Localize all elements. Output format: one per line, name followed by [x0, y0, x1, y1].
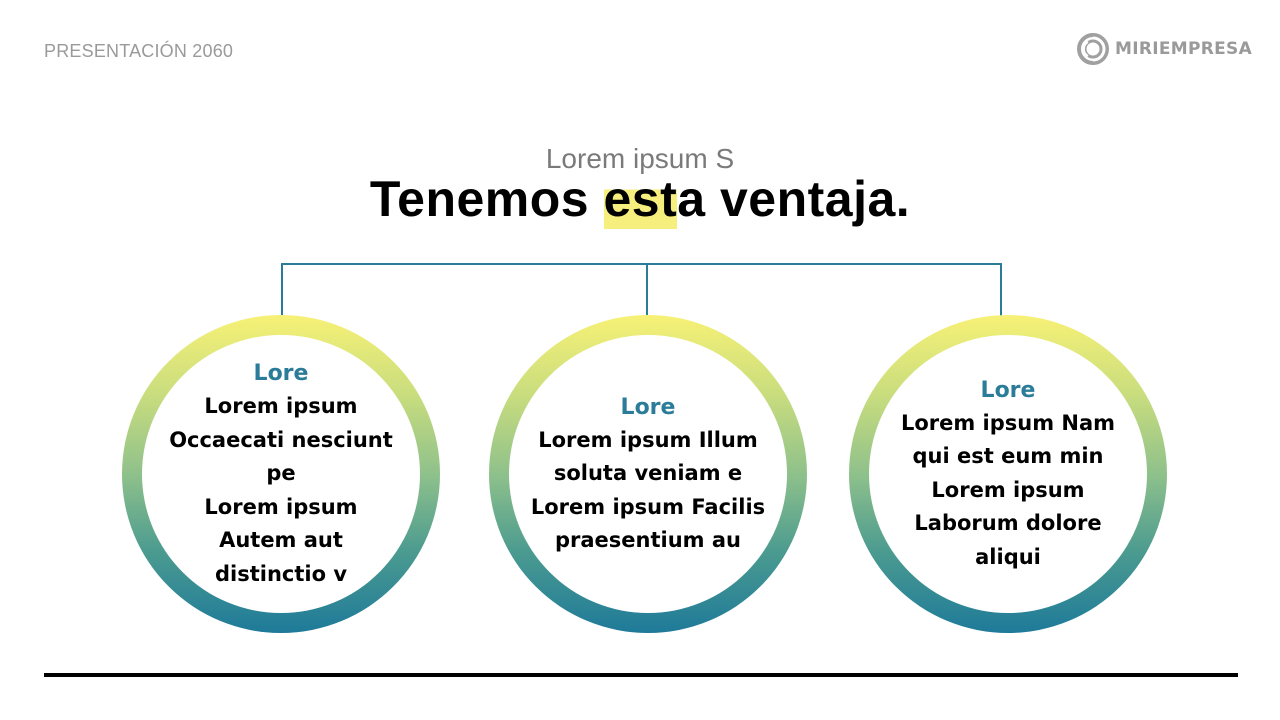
node-line: pe [266, 461, 296, 485]
node-line: Lorem ipsum Nam [900, 410, 1116, 435]
node-line: Lorem ipsum Facilis [530, 494, 766, 519]
node-line: praesentium au [555, 528, 741, 552]
node-heading: Lore [980, 377, 1036, 403]
node-circle-3: Lore Lorem ipsum Nam qui est eum min Lor… [849, 315, 1167, 633]
node-content-2: Lore Lorem ipsum Illum soluta veniam e L… [509, 335, 787, 613]
node-line: Occaecati nesciunt [169, 427, 393, 452]
node-line: Autem aut [219, 528, 343, 552]
node-line: Lorem ipsum [204, 494, 358, 519]
node-content-3: Lore Lorem ipsum Nam qui est eum min Lor… [869, 335, 1147, 613]
title-part-after: a ventaja. [677, 171, 911, 227]
node-line: distinctio v [214, 561, 348, 586]
node-circle-2: Lore Lorem ipsum Illum soluta veniam e L… [489, 315, 807, 633]
title-highlight: est [603, 171, 678, 229]
node-line: Lorem ipsum [931, 477, 1085, 502]
bottom-rule [44, 673, 1238, 677]
brand-name: MIRIEMPRESA [1115, 39, 1253, 59]
title-part-before: Tenemos [369, 171, 604, 227]
node-line: Laborum dolore [914, 511, 1102, 536]
brand-logo: MIRIEMPRESA [1076, 32, 1252, 66]
swirl-logo-icon [1077, 33, 1109, 65]
node-circle-1: Lore Lorem ipsum Occaecati nesciunt pe L… [122, 315, 440, 633]
presentation-label: PRESENTACIÓN 2060 [44, 41, 234, 61]
node-line: aliqui [975, 544, 1041, 569]
slide-subtitle: Lorem ipsum S [545, 143, 735, 174]
node-line: qui est eum min [912, 444, 1104, 469]
node-heading: Lore [253, 361, 309, 386]
node-line: Lorem ipsum Illum [538, 427, 758, 452]
slide-title: Tenemos esta ventaja. [0, 170, 1280, 229]
node-content-1: Lore Lorem ipsum Occaecati nesciunt pe L… [142, 335, 420, 613]
node-line: Lorem ipsum [204, 394, 358, 418]
node-heading: Lore [620, 394, 676, 420]
node-line: soluta veniam e [553, 461, 743, 485]
